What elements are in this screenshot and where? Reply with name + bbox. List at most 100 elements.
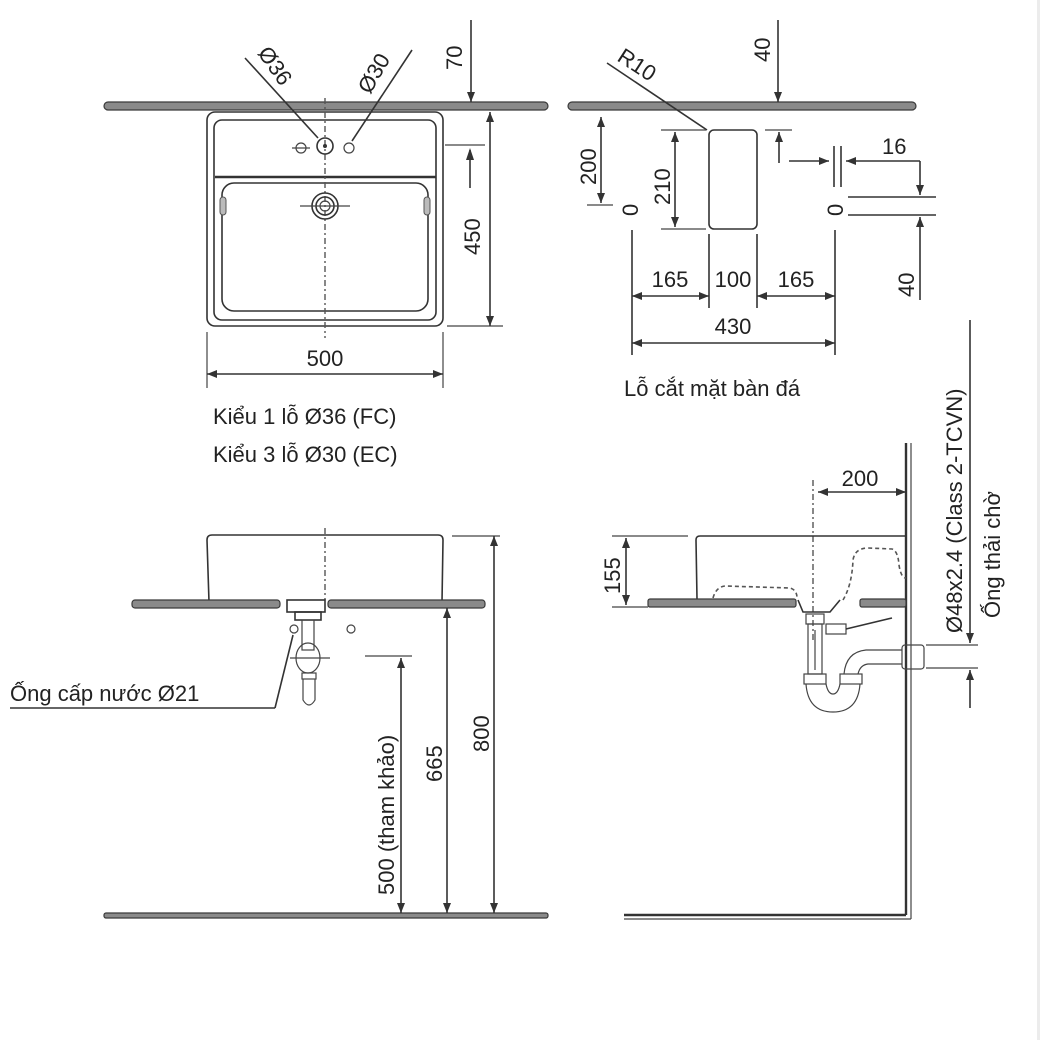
overflow-left (219, 196, 227, 216)
dim-500-arrow-right (433, 370, 443, 378)
zero-left: 0 (618, 204, 643, 216)
dim-16-varrow (775, 132, 783, 142)
drain-flange-front (286, 599, 326, 613)
dim-16-left-arrow (819, 157, 829, 165)
drain-caption: Ống thải chờ (979, 491, 1005, 618)
dim-70-arrow (467, 92, 475, 102)
supply-leader (274, 634, 294, 709)
dim-48-arrow-bottom (966, 670, 974, 680)
label-d36: Ø36 (253, 42, 297, 90)
leader-d30 (351, 49, 413, 142)
dim-155-arrow-top (622, 538, 630, 548)
dim-40-side-arrow-top (916, 185, 924, 195)
dim-800-arrow-top (490, 536, 498, 546)
supply-label: Ống cấp nước Ø21 (10, 680, 199, 706)
drain-tip-front (302, 679, 316, 706)
popup-rod (845, 617, 893, 630)
plan-view: Ø36 Ø30 70 450 500 Kiểu 1 lỗ Ø36 (FC) Ki… (103, 20, 549, 467)
label-r10: R10 (613, 43, 660, 86)
bowl-hidden-line (712, 585, 798, 599)
counter-slab-cutout (567, 101, 917, 111)
dim-665-arrow-bottom (443, 903, 451, 913)
overflow-right (423, 196, 431, 216)
dim-200: 200 (576, 148, 601, 185)
trap-bend-inner (825, 683, 841, 695)
dim-100: 100 (715, 267, 752, 292)
dim-165-right: 165 (778, 267, 815, 292)
dim-40-top-arrow (774, 92, 782, 102)
cutout-rect (708, 129, 758, 230)
dim-200-arrow-top (597, 117, 605, 127)
front-elevation: Ống cấp nước Ø21 500 (tham khảo) 665 800 (10, 528, 549, 919)
basin-body-side (695, 535, 906, 600)
floor-line-front (103, 912, 549, 919)
dim-48-arrow-top (966, 633, 974, 643)
dim-665-arrow-top (443, 608, 451, 618)
popup-rod-body (825, 623, 847, 635)
trap-nut-bottom-left (803, 673, 827, 685)
counter-slab-side-right (859, 598, 907, 608)
cutout-view: 40 R10 200 0 210 16 0 (567, 20, 936, 401)
drain-size-label: Ø48x2.4 (Class 2-TCVN) (942, 388, 967, 633)
basin-body-front (206, 534, 444, 603)
dim-155-arrow-bottom (622, 595, 630, 605)
tap-hole-center (316, 137, 334, 155)
dim-40-side-arrow-bottom (916, 217, 924, 227)
dim-200-arrow-bottom (597, 193, 605, 203)
caption-ec: Kiểu 3 lỗ Ø30 (EC) (213, 442, 398, 467)
leader-r10 (606, 62, 708, 131)
dim-430-arrow-right (825, 339, 835, 347)
counter-slab-front-right (327, 599, 486, 609)
dim-430: 430 (715, 314, 752, 339)
dim-450-arrow-bottom (486, 316, 494, 326)
dim-40-top: 40 (750, 38, 775, 62)
dim-165-left: 165 (652, 267, 689, 292)
dim-165-right-arrow-a (757, 292, 767, 300)
tap-hole-center-dot (323, 144, 327, 148)
overflow-hidden-line (842, 547, 907, 601)
dim-210-arrow-bottom (671, 217, 679, 227)
dim-70: 70 (442, 46, 467, 70)
trap-nut-top (805, 613, 825, 625)
dim-200-side-arrow-right (896, 488, 906, 496)
counter-slab-side-left (647, 598, 797, 608)
side-elevation: 200 155 Ø48x2.4 ( (600, 320, 1005, 920)
dim-155: 155 (600, 557, 625, 594)
wall-socket (901, 644, 925, 670)
dim-40-side: 40 (894, 273, 919, 297)
drain-ring-front (301, 672, 317, 680)
dim-165-left-arrow-b (699, 292, 709, 300)
dim-16: 16 (882, 134, 906, 159)
dim-210: 210 (650, 168, 675, 205)
dim-800: 800 (469, 715, 494, 752)
counter-slab-front-left (131, 599, 281, 609)
caption-cutout: Lỗ cắt mặt bàn đá (624, 376, 801, 401)
counter-slab-plan (103, 101, 549, 111)
drain-nut-front (294, 611, 322, 621)
drain-flange-side (797, 599, 841, 613)
dim-16-right-arrow (846, 157, 856, 165)
trap-arm-bottom (857, 663, 902, 675)
caption-fc: Kiểu 1 lỗ Ø36 (FC) (213, 404, 396, 429)
trap-nut-bottom-right (839, 673, 863, 685)
dim-450-arrow-top (486, 112, 494, 122)
supply-left (289, 624, 299, 634)
dim-500tk-arrow-bottom (397, 903, 405, 913)
dim-430-arrow-left (632, 339, 642, 347)
dim-200-side: 200 (842, 466, 879, 491)
dim-200-side-arrow-left (818, 488, 828, 496)
trap-arm-top (843, 649, 902, 675)
dim-450: 450 (460, 218, 485, 255)
dim-500tk-arrow-top (397, 658, 405, 668)
dim-800-arrow-bottom (490, 903, 498, 913)
dim-50-arrow (466, 148, 474, 160)
tap-hole-right (343, 142, 355, 154)
zero-right: 0 (823, 204, 848, 216)
basin-outline-inner (213, 119, 437, 321)
dim-500-tham-khao: 500 (tham khảo) (374, 735, 399, 895)
dim-665: 665 (422, 745, 447, 782)
right-edge-strip (1037, 0, 1040, 1040)
label-d30: Ø30 (353, 49, 395, 98)
dim-165-left-arrow-a (632, 292, 642, 300)
